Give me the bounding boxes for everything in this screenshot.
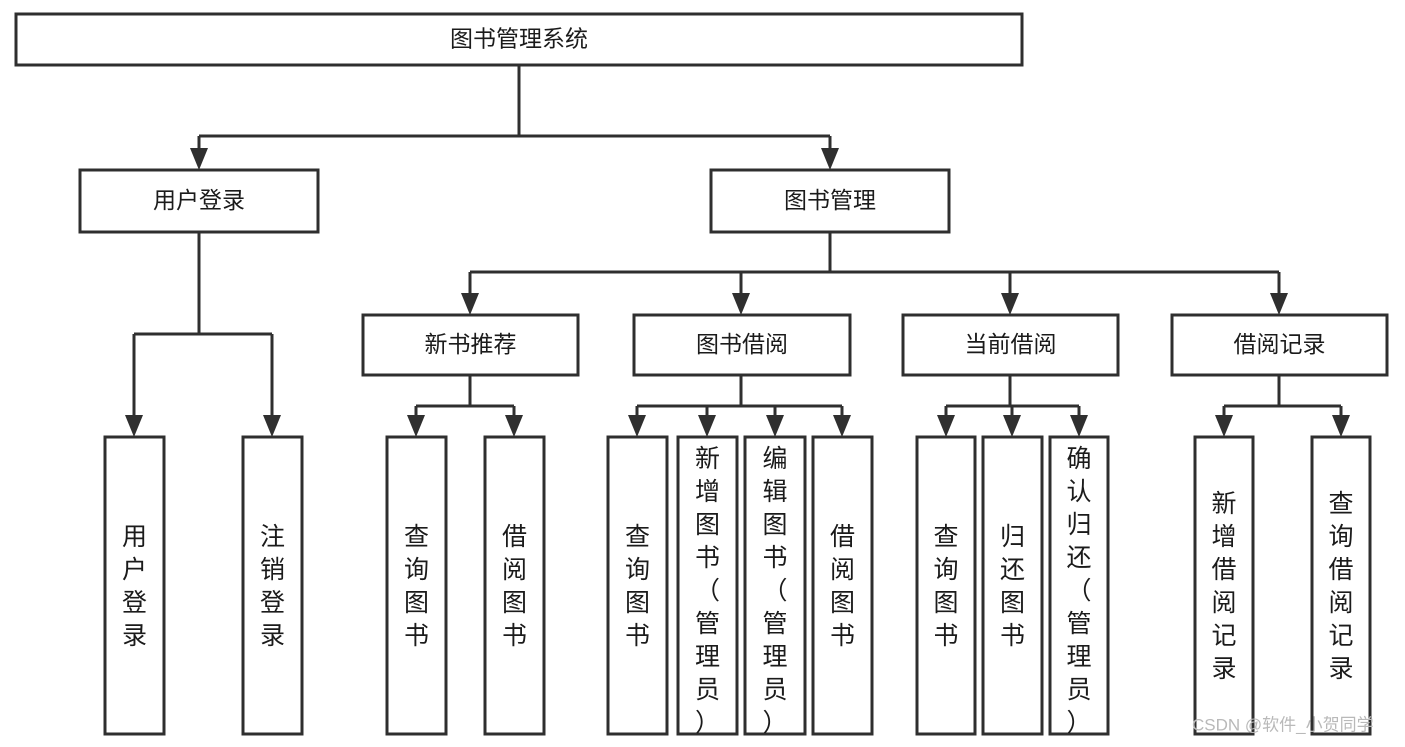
node-label: 用户登录 [122, 523, 147, 650]
node-book-borrow[interactable]: 图书借阅 [632, 313, 852, 377]
node-leaf-query-book-1[interactable]: 查询图书 [385, 435, 448, 736]
node-leaf-return-book[interactable]: 归还图书 [981, 435, 1044, 736]
node-box[interactable] [901, 313, 1120, 377]
edge-arrowhead [732, 293, 750, 315]
node-user-login[interactable]: 用户登录 [78, 168, 320, 234]
node-box[interactable] [14, 12, 1024, 67]
connector-user-login-to-leaves [125, 232, 281, 437]
node-label: 当前借阅 [965, 331, 1057, 357]
node-leaf-query-book-3[interactable]: 查询图书 [915, 435, 977, 736]
node-box[interactable] [1048, 435, 1110, 736]
nodes-layer: 图书管理系统用户登录图书管理新书推荐图书借阅当前借阅借阅记录用户登录注销登录查询… [14, 12, 1389, 737]
node-leaf-confirm-return[interactable]: 确认归还（管理员） [1048, 435, 1110, 737]
node-label: 借阅记录 [1234, 331, 1326, 357]
edge-arrowhead [407, 415, 425, 437]
node-box[interactable] [483, 435, 546, 736]
node-leaf-edit-book[interactable]: 编辑图书（管理员） [743, 435, 807, 737]
node-new-book-recommend[interactable]: 新书推荐 [361, 313, 580, 377]
node-label: 确认归还（管理员） [1066, 445, 1091, 737]
node-box[interactable] [361, 313, 580, 377]
node-label: 借阅图书 [502, 523, 527, 650]
node-leaf-query-book-2[interactable]: 查询图书 [606, 435, 669, 736]
node-leaf-user-logout[interactable]: 注销登录 [241, 435, 304, 736]
node-root-system[interactable]: 图书管理系统 [14, 12, 1024, 67]
node-label: 图书管理 [784, 187, 876, 213]
edge-arrowhead [766, 415, 784, 437]
node-label: 查询图书 [404, 523, 429, 650]
node-box[interactable] [709, 168, 951, 234]
node-box[interactable] [241, 435, 304, 736]
node-box[interactable] [1193, 435, 1255, 736]
edge-arrowhead [821, 148, 839, 170]
node-box[interactable] [811, 435, 874, 736]
node-current-borrow[interactable]: 当前借阅 [901, 313, 1120, 377]
node-box[interactable] [385, 435, 448, 736]
node-label: 图书管理系统 [450, 26, 588, 52]
connector-borrow-record-to-leaves [1215, 375, 1350, 437]
node-label: 查询图书 [625, 523, 650, 650]
node-label: 借阅图书 [830, 523, 855, 650]
edge-arrowhead [190, 148, 208, 170]
node-label: 图书借阅 [696, 331, 788, 357]
edges-layer [125, 65, 1350, 437]
node-box[interactable] [78, 168, 320, 234]
node-label: 用户登录 [153, 187, 245, 213]
node-label: 新增图书（管理员） [695, 445, 720, 737]
node-box[interactable] [981, 435, 1044, 736]
connector-book-borrow-to-leaves [628, 375, 851, 437]
node-label: 归还图书 [1000, 523, 1025, 650]
node-borrow-record[interactable]: 借阅记录 [1170, 313, 1389, 377]
node-label: 注销登录 [260, 523, 285, 650]
node-box[interactable] [606, 435, 669, 736]
edge-arrowhead [937, 415, 955, 437]
node-leaf-borrow-book-2[interactable]: 借阅图书 [811, 435, 874, 736]
node-label: 新增借阅记录 [1211, 490, 1236, 683]
edge-arrowhead [1003, 415, 1021, 437]
connector-new-book-recommend-to-leaves [407, 375, 523, 437]
node-leaf-borrow-book-1[interactable]: 借阅图书 [483, 435, 546, 736]
node-book-manage[interactable]: 图书管理 [709, 168, 951, 234]
node-label: 新书推荐 [425, 331, 517, 357]
node-box[interactable] [743, 435, 807, 736]
node-label: 查询借阅记录 [1328, 490, 1353, 683]
node-box[interactable] [103, 435, 166, 736]
edge-arrowhead [698, 415, 716, 437]
node-leaf-add-book[interactable]: 新增图书（管理员） [676, 435, 739, 737]
csdn-watermark: CSDN @软件_小贺同学 [1192, 715, 1374, 734]
node-label: 编辑图书（管理员） [762, 445, 787, 737]
node-leaf-add-borrow-record[interactable]: 新增借阅记录 [1193, 435, 1255, 736]
edge-arrowhead [1001, 293, 1019, 315]
connector-root-to-level2 [190, 65, 839, 170]
edge-arrowhead [1270, 293, 1288, 315]
node-box[interactable] [1310, 435, 1372, 736]
node-box[interactable] [915, 435, 977, 736]
node-label: 查询图书 [933, 523, 958, 650]
edge-arrowhead [1070, 415, 1088, 437]
edge-arrowhead [1215, 415, 1233, 437]
edge-arrowhead [461, 293, 479, 315]
node-leaf-query-borrow-record[interactable]: 查询借阅记录 [1310, 435, 1372, 736]
edge-arrowhead [628, 415, 646, 437]
node-leaf-user-login[interactable]: 用户登录 [103, 435, 166, 736]
connector-book-manage-to-level3 [461, 232, 1288, 315]
edge-arrowhead [1332, 415, 1350, 437]
node-box[interactable] [676, 435, 739, 736]
node-box[interactable] [1170, 313, 1389, 377]
edge-arrowhead [833, 415, 851, 437]
connector-current-borrow-to-leaves [937, 375, 1088, 437]
edge-arrowhead [263, 415, 281, 437]
node-box[interactable] [632, 313, 852, 377]
edge-arrowhead [505, 415, 523, 437]
edge-arrowhead [125, 415, 143, 437]
